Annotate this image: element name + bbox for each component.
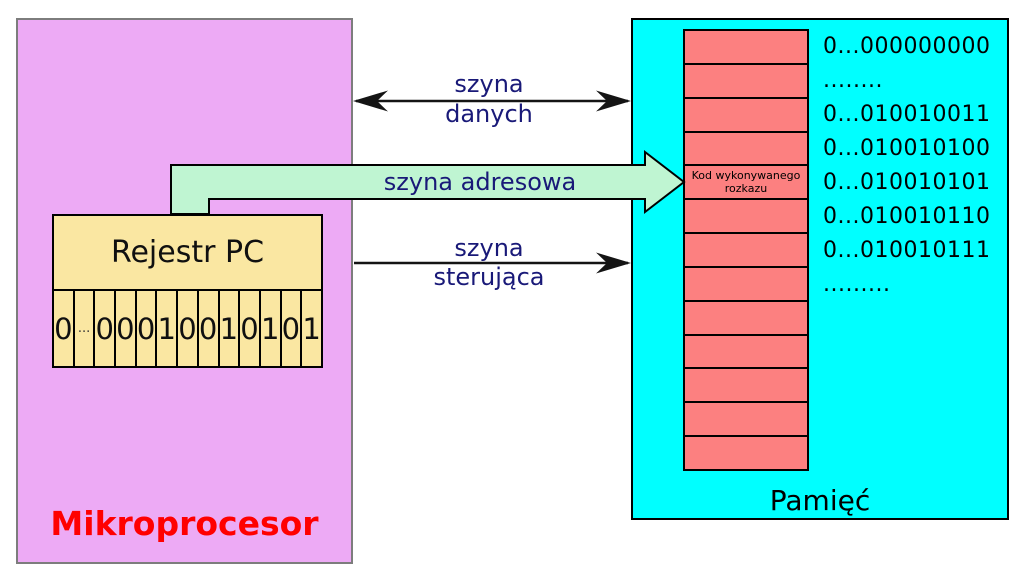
microprocessor-label: Mikroprocesor — [50, 504, 319, 543]
data-bus-label-line2: danych — [445, 100, 533, 128]
pc-register-bit: 1 — [155, 291, 176, 366]
pc-register-bit: 0 — [238, 291, 259, 366]
memory-cell — [685, 268, 807, 302]
pc-register-bit-row: 0 ... 0 0 0 1 0 0 1 0 1 0 1 — [54, 291, 321, 366]
control-bus-label-line1: szyna — [454, 234, 524, 262]
memory-address-label: 0...000000000 — [823, 33, 991, 59]
pc-register-bit: 1 — [300, 291, 321, 366]
pc-register-title: Rejestr PC — [54, 216, 321, 291]
memory-cell — [685, 336, 807, 370]
memory-cell — [685, 31, 807, 65]
memory-cell — [685, 437, 807, 469]
memory-cell — [685, 133, 807, 167]
memory-cell — [685, 403, 807, 438]
memory-cell-executed-instruction: Kod wykonywanego rozkazu — [685, 166, 807, 201]
memory-cell — [685, 369, 807, 404]
memory-address-label — [823, 403, 1003, 437]
memory-address-label — [823, 369, 1003, 403]
memory-address-label: ........ — [823, 67, 883, 93]
pc-register-bit: 1 — [258, 291, 280, 366]
memory-address-label: 0...010010100 — [823, 135, 991, 161]
memory-address-label: 0...010010111 — [823, 237, 991, 263]
pc-register-bit-ellipsis: ... — [72, 291, 94, 366]
pc-register-bit: 0 — [176, 291, 197, 366]
memory-address-label: 0...010010011 — [823, 101, 991, 127]
memory-cell — [685, 302, 807, 336]
memory-label: Pamięć — [769, 484, 871, 517]
pc-register-bit: 0 — [279, 291, 301, 366]
memory-address-label — [823, 437, 1003, 471]
pc-register-bit: 0 — [54, 311, 73, 346]
pc-register: Rejestr PC 0 ... 0 0 0 1 0 0 1 0 1 0 1 — [52, 214, 323, 368]
memory-address-label — [823, 301, 1003, 335]
memory-address-label: 0...010010101 — [823, 169, 991, 195]
pc-register-bit: 1 — [217, 291, 239, 366]
memory-cell — [685, 200, 807, 235]
memory-cell — [685, 234, 807, 268]
pc-register-bit: 0 — [134, 291, 156, 366]
memory-cell — [685, 65, 807, 99]
memory-address-label: ......... — [823, 271, 891, 297]
memory-cell-column: Kod wykonywanego rozkazu — [683, 29, 809, 471]
pc-register-bit: 0 — [196, 291, 218, 366]
pc-register-bit: 0 — [114, 291, 135, 366]
memory-address-label — [823, 335, 1003, 369]
memory-cell — [685, 99, 807, 133]
memory-address-label: 0...010010110 — [823, 203, 991, 229]
pc-register-bit: 0 — [93, 291, 114, 366]
address-bus-label: szyna adresowa — [383, 168, 577, 196]
memory-address-column: 0...000000000 ........ 0...010010011 0..… — [823, 29, 1003, 471]
data-bus-label-line1: szyna — [454, 70, 524, 98]
control-bus-label-line2: sterująca — [433, 263, 545, 291]
executed-instruction-label: Kod wykonywanego rozkazu — [691, 169, 801, 196]
